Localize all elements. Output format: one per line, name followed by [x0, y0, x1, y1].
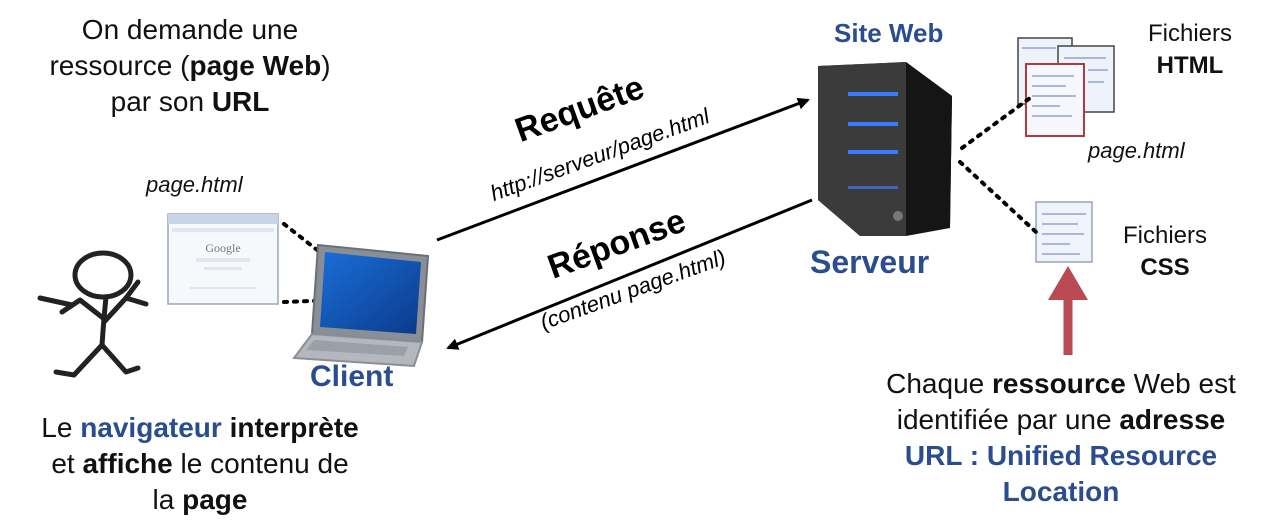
- caption-bold: interprète: [229, 412, 359, 443]
- css-files-label-line1: Fichiers: [1122, 222, 1207, 249]
- caption-line: On demande une: [81, 14, 299, 45]
- caption-bold: page: [182, 484, 248, 515]
- caption-text: Chaque: [886, 368, 992, 399]
- caption-text: Web est: [1125, 368, 1236, 399]
- caption-text: par son: [110, 86, 212, 117]
- caption-text: et: [51, 448, 83, 479]
- server-tower-icon: [818, 62, 952, 236]
- html-file-name: page.html: [1088, 138, 1185, 163]
- response-arrow: [446, 198, 813, 350]
- browser-page-label: page.html: [146, 172, 243, 197]
- caption-blue: Location: [1002, 476, 1120, 507]
- caption-text: identifiée par une: [896, 404, 1120, 435]
- caption-bold: adresse: [1119, 404, 1226, 435]
- caption-bold: page Web: [189, 50, 322, 81]
- html-files-label-line2: HTML: [1156, 52, 1224, 79]
- server-label: Serveur: [810, 244, 930, 280]
- site-web-label: Site Web: [834, 18, 944, 48]
- css-file-icon: [1035, 201, 1093, 263]
- caption-text: le contenu de: [172, 448, 349, 479]
- user-stick-figure-icon: [37, 250, 149, 378]
- caption-text: ): [321, 50, 331, 81]
- url-explanation-caption: Chaque ressource Web est identifiée par …: [846, 366, 1276, 510]
- caption-bold: ressource: [992, 368, 1126, 399]
- caption-bold: URL: [211, 86, 270, 117]
- request-arrow: [436, 97, 810, 242]
- request-explanation-caption: On demande une ressource (page Web) par …: [25, 12, 355, 120]
- html-files-label-line1: Fichiers: [1147, 20, 1232, 47]
- caption-bold: affiche: [82, 448, 173, 479]
- css-files-label-line2: CSS: [1140, 254, 1190, 281]
- caption-text: la: [152, 484, 183, 515]
- red-up-arrow: [1048, 266, 1088, 355]
- browser-explanation-caption: Le navigateur interprète et affiche le c…: [0, 410, 400, 518]
- html-files-label: Fichiers HTML: [1120, 18, 1260, 82]
- caption-blue: URL : Unified Resource: [904, 440, 1218, 471]
- client-label: Client: [310, 360, 394, 393]
- browser-logo-text: Google: [205, 241, 240, 255]
- caption-text: Le: [41, 412, 81, 443]
- caption-blue: navigateur: [80, 412, 222, 443]
- browser-window-thumbnail: Google: [167, 213, 279, 305]
- laptop-client-icon: [292, 243, 430, 368]
- server-dotted-connectors: [958, 96, 1038, 234]
- css-files-label: Fichiers CSS: [1100, 220, 1230, 284]
- html-files-stack-icon: [1017, 37, 1115, 137]
- caption-text: ressource (: [49, 50, 190, 81]
